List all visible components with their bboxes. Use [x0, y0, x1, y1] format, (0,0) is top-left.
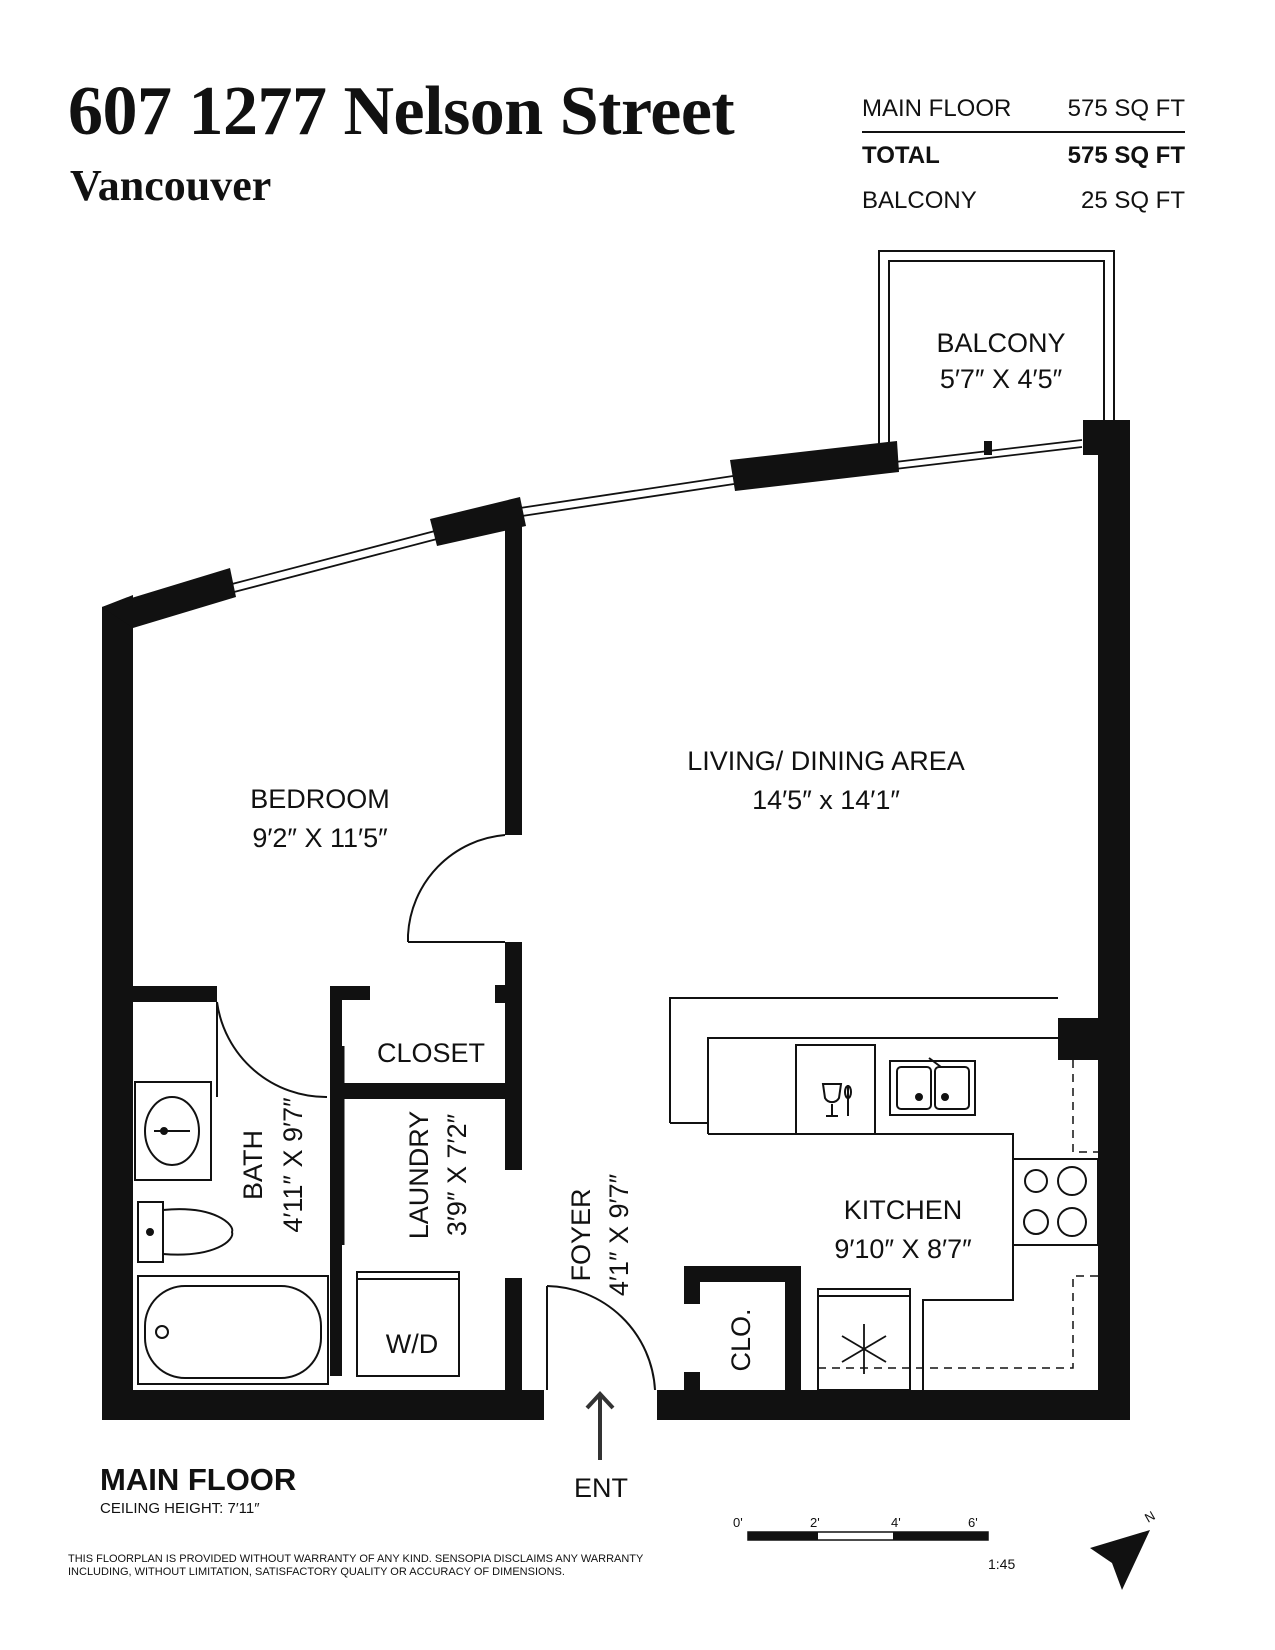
- door-swings: [216, 834, 656, 1391]
- area-value: 25 SQ FT: [1080, 186, 1185, 214]
- area-value: 575 SQ FT: [1067, 94, 1185, 122]
- window-glazing: [231, 439, 1083, 593]
- foyer-dims: 4′1″ X 9′7″: [604, 1173, 634, 1296]
- foyer-name: FOYER: [566, 1188, 596, 1281]
- area-value: 575 SQ FT: [1067, 141, 1185, 169]
- interior-walls: [133, 522, 1098, 1390]
- wd-label: W/D: [386, 1329, 438, 1359]
- city-subtitle: Vancouver: [70, 161, 272, 210]
- balcony-dims: 5′7″ X 4′5″: [940, 364, 1063, 394]
- area-row-main-floor: MAIN FLOOR 575 SQ FT: [862, 86, 1185, 131]
- laundry-dims: 3′9″ X 7′2″: [442, 1113, 472, 1236]
- clo-label: CLO.: [726, 1308, 756, 1371]
- scale-bar: [747, 1531, 989, 1541]
- area-label: BALCONY: [862, 186, 977, 214]
- balcony-name: BALCONY: [936, 328, 1065, 358]
- closet-name: CLOSET: [377, 1038, 485, 1068]
- page-title: 607 1277 Nelson Street: [68, 73, 735, 150]
- washer-dryer-icon: [356, 1271, 460, 1377]
- toilet-icon: [137, 1201, 164, 1263]
- north-arrow-icon: [1090, 1530, 1150, 1590]
- entry-label: ENT: [574, 1473, 628, 1503]
- floor-title: MAIN FLOOR: [100, 1462, 297, 1497]
- bath-fixtures: [134, 1081, 329, 1385]
- living-name: LIVING/ DINING AREA: [687, 746, 965, 776]
- scale-tick-2: 2': [810, 1515, 820, 1530]
- kitchen-counters: [669, 997, 1099, 1391]
- scale-tick-6: 6': [968, 1515, 978, 1530]
- kitchen-name: KITCHEN: [844, 1195, 963, 1225]
- entry-arrow-icon: [585, 1391, 615, 1460]
- area-summary-table: MAIN FLOOR 575 SQ FT TOTAL 575 SQ FT BAL…: [862, 86, 1185, 223]
- bathtub-icon: [137, 1275, 329, 1385]
- scale-ratio: 1:45: [988, 1556, 1016, 1572]
- north-label: N: [1142, 1508, 1158, 1526]
- ceiling-height: CEILING HEIGHT: 7′11″: [100, 1500, 260, 1517]
- range-icon: [1012, 1158, 1099, 1246]
- area-row-balcony: BALCONY 25 SQ FT: [862, 178, 1185, 223]
- area-row-total: TOTAL 575 SQ FT: [862, 131, 1185, 178]
- area-label: MAIN FLOOR: [862, 94, 1012, 122]
- bedroom-dims: 9′2″ X 11′5″: [252, 823, 388, 853]
- refrigerator-icon: [817, 1288, 911, 1391]
- living-dims: 14′5″ x 14′1″: [752, 785, 900, 815]
- bath-name: BATH: [238, 1130, 268, 1200]
- scale-tick-0: 0': [733, 1515, 743, 1530]
- balcony-outline: [878, 250, 1115, 448]
- snowflake-icon: [841, 1324, 887, 1374]
- bath-dims: 4′11″ X 9′7″: [278, 1097, 308, 1233]
- area-label: TOTAL: [862, 141, 940, 169]
- sink-icon: [144, 1096, 200, 1166]
- bedroom-name: BEDROOM: [250, 784, 390, 814]
- disclaimer: THIS FLOORPLAN IS PROVIDED WITHOUT WARRA…: [68, 1553, 644, 1578]
- laundry-name: LAUNDRY: [404, 1111, 434, 1240]
- dishwasher-icon: [795, 1044, 876, 1135]
- wine-glass-icon: [821, 1083, 852, 1117]
- exterior-walls: [102, 420, 1130, 1420]
- scale-tick-4: 4': [891, 1515, 901, 1530]
- double-sink-icon: [889, 1060, 976, 1116]
- overhead-dashed-lines: [818, 1060, 1098, 1369]
- kitchen-dims: 9′10″ X 8′7″: [834, 1234, 972, 1264]
